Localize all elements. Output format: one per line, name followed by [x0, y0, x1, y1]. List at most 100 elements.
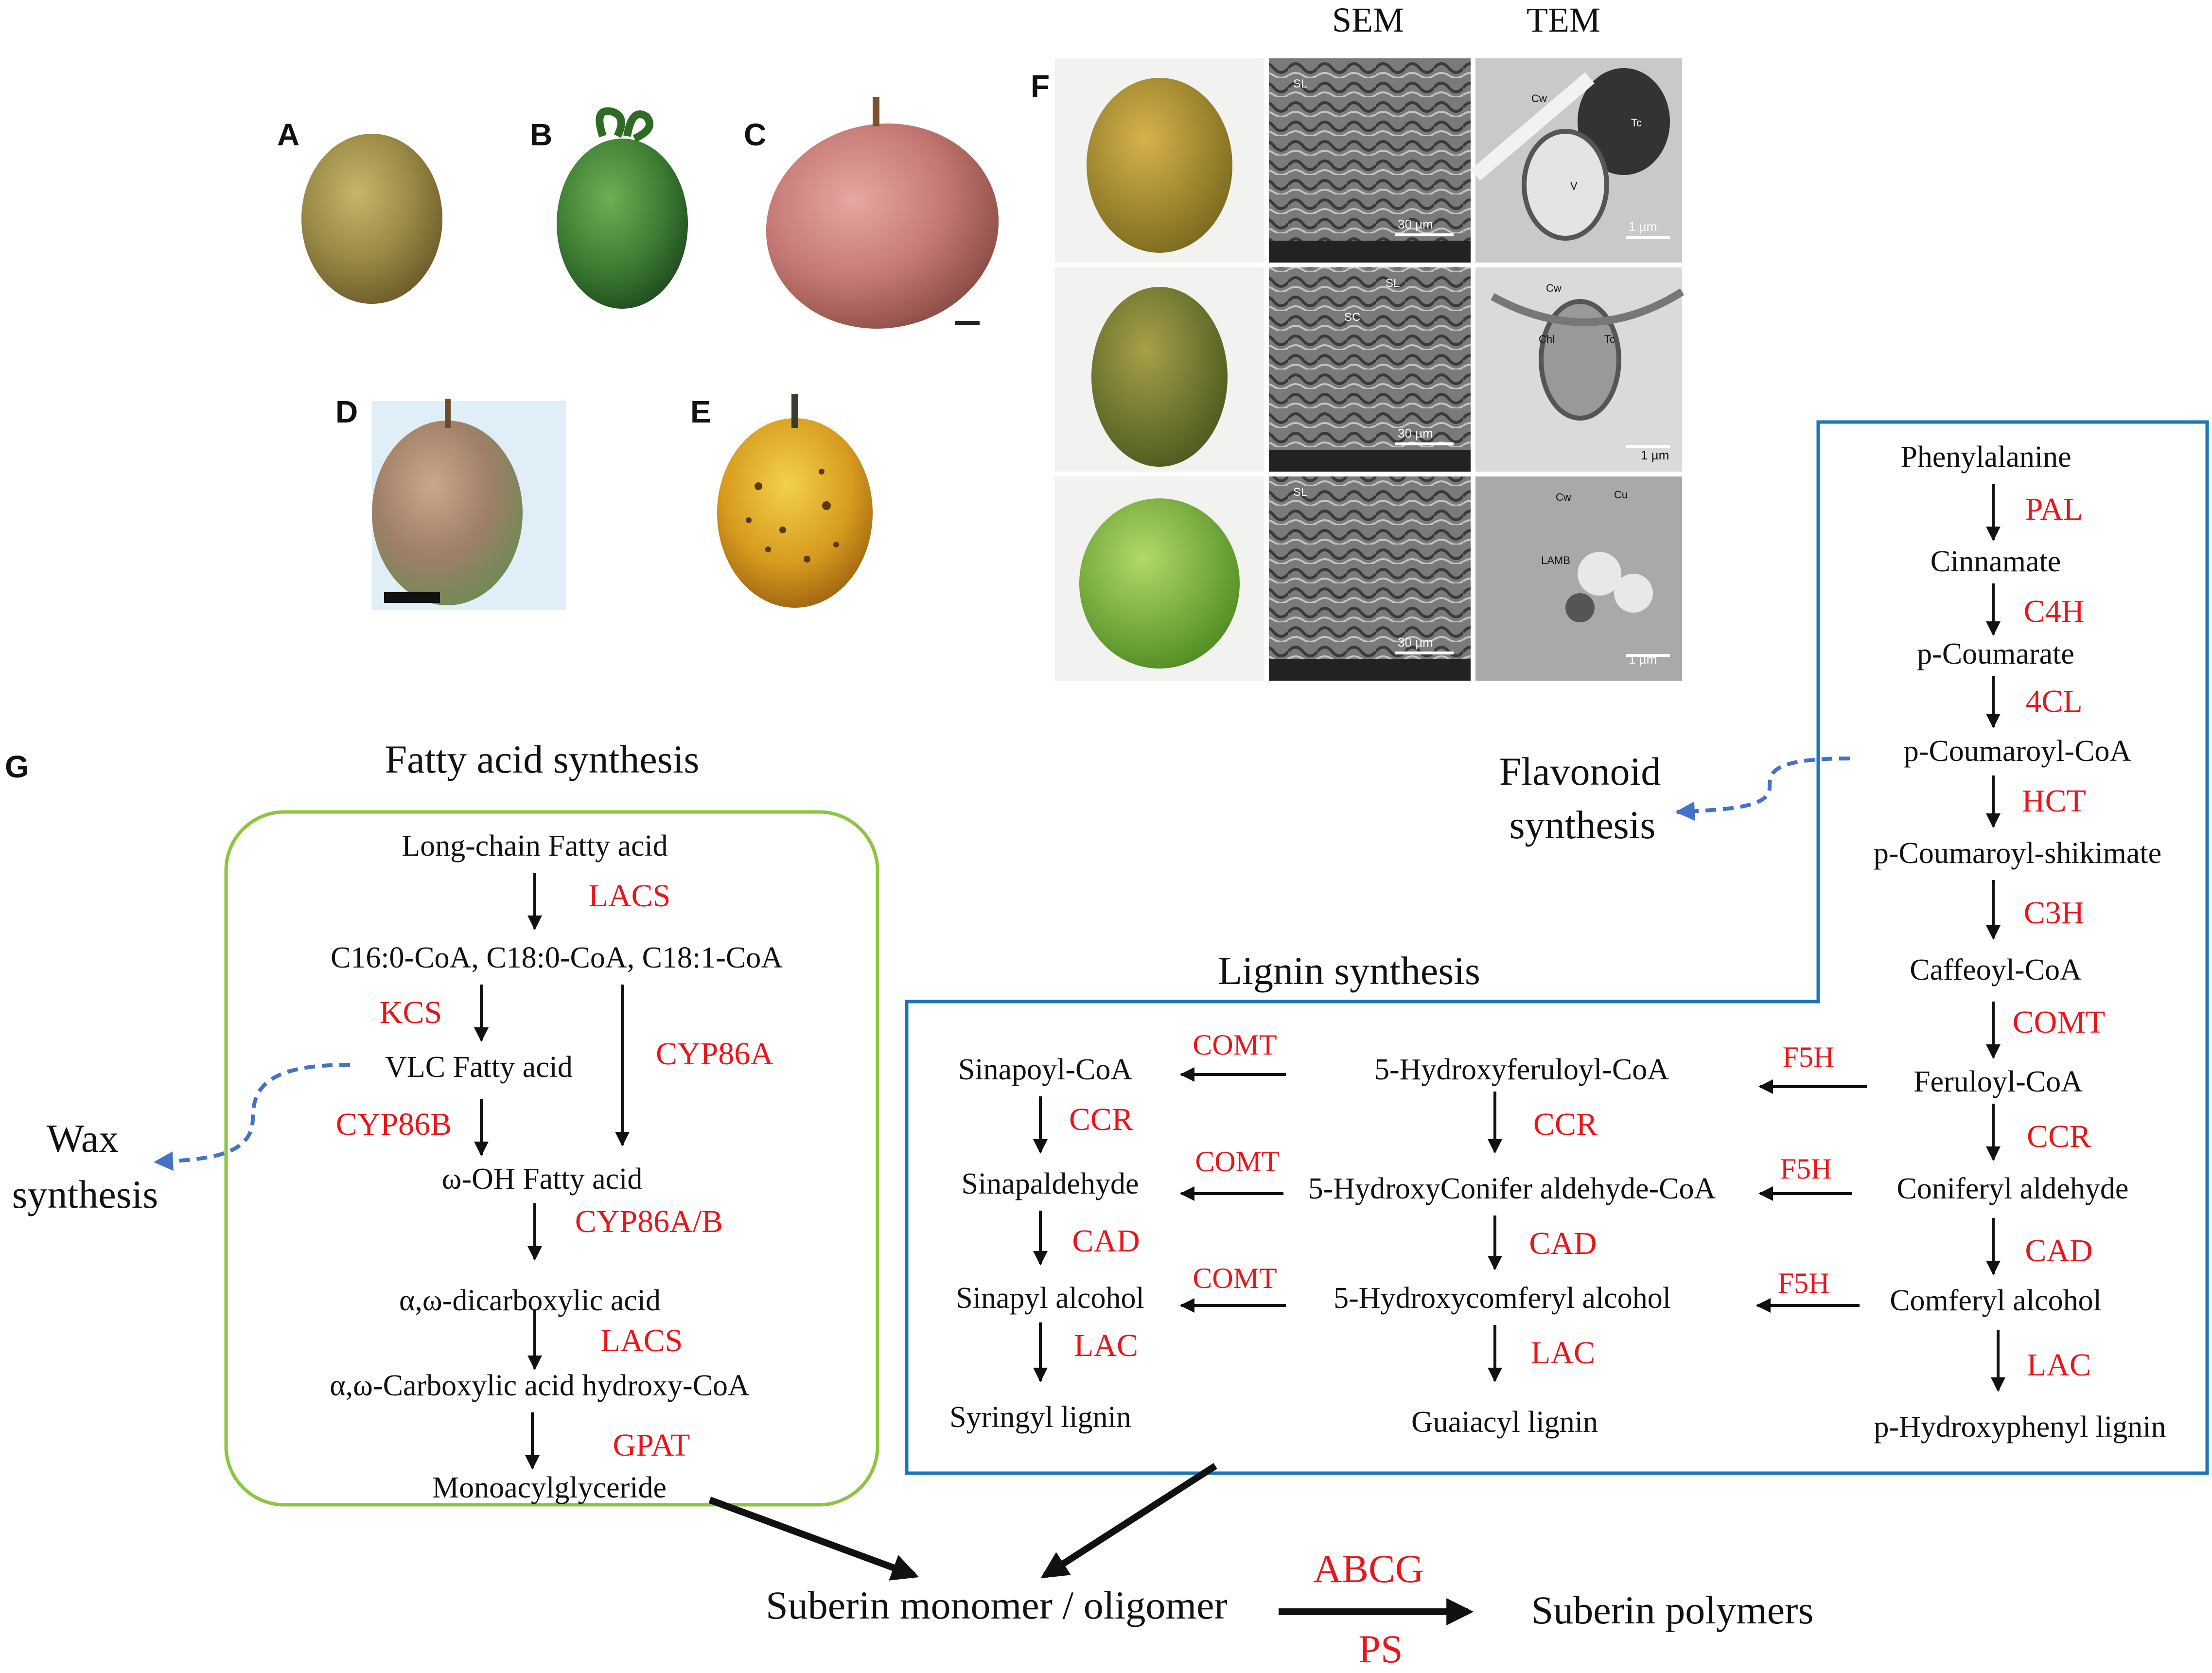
tem3-cu-label: Cu — [1614, 489, 1628, 501]
wax-synthesis-line2: synthesis — [12, 1172, 158, 1216]
acyl-coa-node: C16:0-CoA, C18:0-CoA, C18:1-CoA — [330, 941, 783, 974]
fruit-f2-photo — [1091, 287, 1228, 467]
cinnamate-node: Cinnamate — [1930, 545, 2061, 578]
enzyme-ccr-left: CCR — [1069, 1102, 1134, 1137]
enzyme-cyp86a: CYP86A — [655, 1036, 774, 1072]
panel-label-b: B — [530, 117, 553, 152]
enzyme-lac-left: LAC — [1074, 1328, 1138, 1363]
sinapoyl-coa-node: Sinapoyl-CoA — [958, 1053, 1133, 1086]
monoacylglyceride-node: Monoacylglyceride — [432, 1471, 667, 1504]
fatty-acid-title: Fatty acid synthesis — [385, 737, 700, 781]
sem2-scale: 30 µm — [1398, 426, 1433, 440]
sem1-sl-label: SL — [1293, 77, 1307, 90]
fruit-a-photo — [301, 134, 442, 304]
coniferyl-aldehyde-node: Coniferyl aldehyde — [1896, 1172, 2129, 1205]
vlc-fatty-acid-node: VLC Fatty acid — [385, 1051, 573, 1084]
enzyme-4cl: 4CL — [2025, 684, 2083, 719]
enzyme-hct: HCT — [2022, 783, 2086, 819]
enzyme-cad-right: CAD — [2025, 1233, 2093, 1268]
tem2-scale: 1 µm — [1641, 448, 1669, 462]
enzyme-cad-left: CAD — [1072, 1223, 1140, 1259]
tem2-tc-label: Tc — [1604, 333, 1615, 345]
enzyme-f5h-2: F5H — [1780, 1153, 1832, 1185]
sinapaldehyde-node: Sinapaldehyde — [961, 1167, 1139, 1200]
p-coumaroyl-shikimate-node: p-Coumaroyl-shikimate — [1873, 837, 2162, 870]
enzyme-comt-3: COMT — [1193, 1262, 1277, 1294]
fruit-d-photo — [372, 399, 566, 610]
sinapyl-alcohol-node: Sinapyl alcohol — [956, 1282, 1144, 1315]
panel-label-f: F — [1031, 69, 1050, 104]
enzyme-comt-main: COMT — [2012, 1004, 2106, 1040]
enzyme-lac-middle: LAC — [1531, 1335, 1595, 1371]
tem2-chl-label: Chl — [1539, 333, 1555, 345]
tem1-v-label: V — [1570, 180, 1578, 192]
lignin-box — [905, 420, 2209, 1475]
panel-label-a: A — [277, 117, 300, 152]
suberin-monomer-node: Suberin monomer / oligomer — [766, 1583, 1228, 1627]
enzyme-lacs-2: LACS — [600, 1323, 683, 1358]
sem2-sc-label: SC — [1344, 311, 1360, 324]
sem-image-2 — [1269, 267, 1471, 472]
comferyl-alcohol-node: Comferyl alcohol — [1890, 1284, 2102, 1317]
carboxylic-acid-hydroxy-coa-node: α,ω-Carboxylic acid hydroxy-CoA — [330, 1369, 750, 1402]
tem3-cw-label: Cw — [1556, 491, 1571, 503]
enzyme-pal: PAL — [2025, 492, 2083, 527]
micrograph-grid: SL 30 µm SL SC 30 µm SL 30 µm Cw Tc V 1 … — [1055, 58, 1685, 681]
5-hydroxycomferyl-alcohol-node: 5-Hydroxycomferyl alcohol — [1334, 1282, 1671, 1315]
fruit-f1-photo — [1087, 78, 1232, 253]
enzyme-ps: PS — [1358, 1627, 1403, 1671]
tem1-scale: 1 µm — [1629, 219, 1657, 234]
panel-label-c: C — [744, 117, 767, 152]
syringyl-lignin-node: Syringyl lignin — [949, 1401, 1131, 1434]
sem-header: SEM — [1332, 0, 1404, 39]
5-hydroxyferuloyl-coa-node: 5-Hydroxyferuloyl-CoA — [1374, 1053, 1669, 1086]
panel-label-d: D — [335, 394, 358, 429]
flavonoid-synthesis-line1: Flavonoid — [1499, 749, 1661, 793]
omega-oh-fatty-acid-node: ω-OH Fatty acid — [441, 1162, 643, 1196]
sem3-sl-label: SL — [1293, 486, 1307, 499]
enzyme-cyp86ab: CYP86A/B — [575, 1204, 723, 1239]
sem-image-3 — [1269, 476, 1471, 681]
guaiacyl-lignin-node: Guaiacyl lignin — [1411, 1406, 1598, 1439]
tem1-cw-label: Cw — [1531, 92, 1547, 105]
panel-label-g: G — [5, 749, 29, 784]
suberin-polymers-node: Suberin polymers — [1531, 1588, 1814, 1632]
p-hydroxyphenyl-lignin-node: p-Hydroxyphenyl lignin — [1874, 1410, 2166, 1444]
p-coumarate-node: p-Coumarate — [1917, 637, 2074, 670]
enzyme-gpat: GPAT — [613, 1427, 690, 1463]
tem1-tc-label: Tc — [1631, 117, 1642, 129]
sem3-scale: 30 µm — [1398, 635, 1433, 650]
panel-label-e: E — [690, 394, 711, 429]
enzyme-c3h: C3H — [2023, 895, 2085, 931]
enzyme-abcg: ABCG — [1313, 1547, 1424, 1591]
enzyme-cad-middle: CAD — [1529, 1226, 1597, 1261]
fatty-acid-box — [224, 810, 879, 1507]
enzyme-f5h-1: F5H — [1782, 1041, 1835, 1073]
flavonoid-synthesis-line2: synthesis — [1509, 803, 1656, 847]
enzyme-cyp86b: CYP86B — [335, 1107, 452, 1142]
phenylalanine-node: Phenylalanine — [1900, 440, 2072, 474]
sem2-sl-label: SL — [1386, 277, 1400, 290]
fruit-b-photo — [557, 107, 688, 309]
enzyme-ccr-middle: CCR — [1533, 1107, 1598, 1142]
long-chain-fatty-acid-node: Long-chain Fatty acid — [402, 829, 668, 863]
tem2-cw-label: Cw — [1546, 282, 1562, 294]
enzyme-comt-2: COMT — [1195, 1145, 1280, 1178]
lignin-synthesis-title: Lignin synthesis — [1218, 949, 1480, 993]
enzyme-c4h: C4H — [2023, 594, 2085, 629]
fruit-e-photo — [717, 394, 873, 608]
enzyme-f5h-3: F5H — [1777, 1267, 1830, 1299]
fruit-c-photo — [766, 97, 999, 329]
tem3-lamb-label: LAMB — [1541, 554, 1570, 566]
wax-synthesis-line1: Wax — [46, 1116, 119, 1161]
fruit-f3-photo — [1079, 498, 1240, 669]
feruloyl-coa-node: Feruloyl-CoA — [1914, 1065, 2083, 1098]
5-hydroxyconifer-aldehyde-coa-node: 5-HydroxyConifer aldehyde-CoA — [1308, 1172, 1716, 1205]
enzyme-lacs-1: LACS — [588, 878, 671, 914]
sem-image-1 — [1269, 58, 1471, 263]
sem1-scale: 30 µm — [1398, 217, 1433, 231]
dicarboxylic-acid-node: α,ω-dicarboxylic acid — [399, 1284, 661, 1317]
tem-header: TEM — [1527, 0, 1600, 39]
fruit-photos — [301, 97, 999, 610]
